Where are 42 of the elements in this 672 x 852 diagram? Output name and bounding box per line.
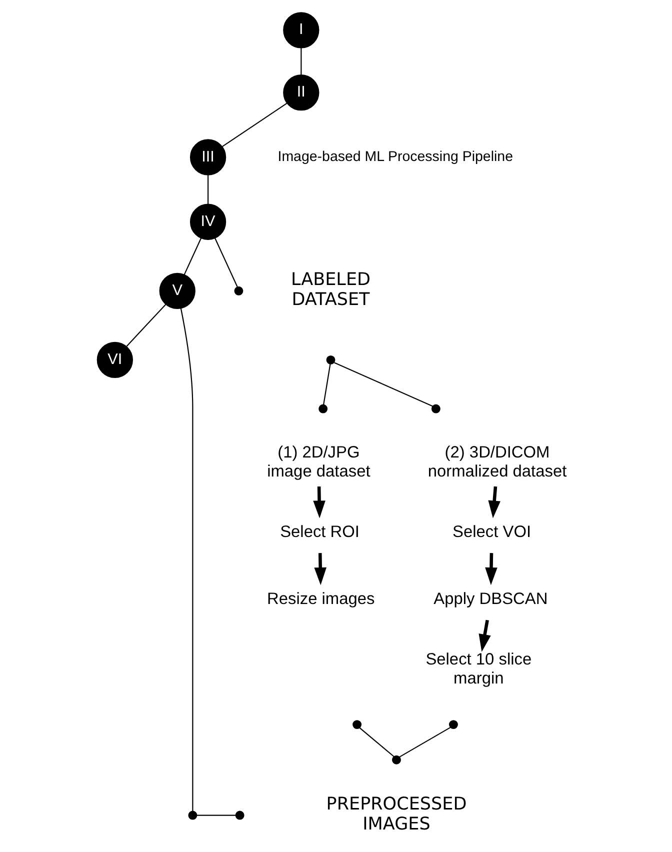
label: Image-based ML Processing Pipeline — [277, 148, 513, 165]
connector — [334, 362, 432, 407]
node-circle: II — [282, 74, 319, 111]
arrow — [478, 620, 490, 652]
node-circle — [448, 720, 458, 730]
node-circle: III — [189, 139, 226, 176]
node-circle: V — [158, 272, 195, 309]
node-circle: I — [282, 12, 319, 48]
arrow — [484, 553, 497, 586]
node-circle — [392, 755, 400, 764]
connector — [222, 102, 287, 148]
node-text: Select 10 slice margin — [425, 650, 532, 688]
connector — [183, 238, 202, 275]
node-circle: VI — [96, 342, 132, 378]
connector — [322, 364, 330, 405]
node-circle — [234, 810, 244, 820]
node-text: Resize images — [266, 590, 374, 608]
connector — [126, 304, 166, 347]
node-circle — [234, 286, 243, 296]
node-text: LABELED DATASET — [290, 270, 370, 310]
node-text: Select VOI — [452, 523, 531, 542]
arrow — [312, 486, 325, 518]
connector — [358, 727, 394, 757]
connector — [300, 48, 302, 76]
node-text: Select ROI — [280, 523, 359, 542]
node-circle: IV — [189, 204, 226, 240]
node-text: Apply DBSCAN — [433, 590, 548, 608]
node-circle — [188, 810, 197, 820]
node-text: (1) 2D/JPG image dataset — [266, 444, 370, 480]
node-circle — [326, 355, 335, 364]
arrow — [314, 553, 326, 586]
node-text: (2) 3D/DICOM normalized dataset — [427, 444, 566, 480]
connector — [214, 238, 238, 287]
connector — [207, 175, 208, 204]
arrow — [488, 486, 500, 518]
node-text: PREPROCESSED IMAGES — [326, 794, 466, 834]
connector — [398, 726, 450, 758]
node-circle — [352, 720, 362, 730]
connector — [180, 308, 193, 812]
node-circle — [318, 404, 328, 414]
connector — [196, 814, 236, 816]
node-circle — [430, 404, 440, 414]
